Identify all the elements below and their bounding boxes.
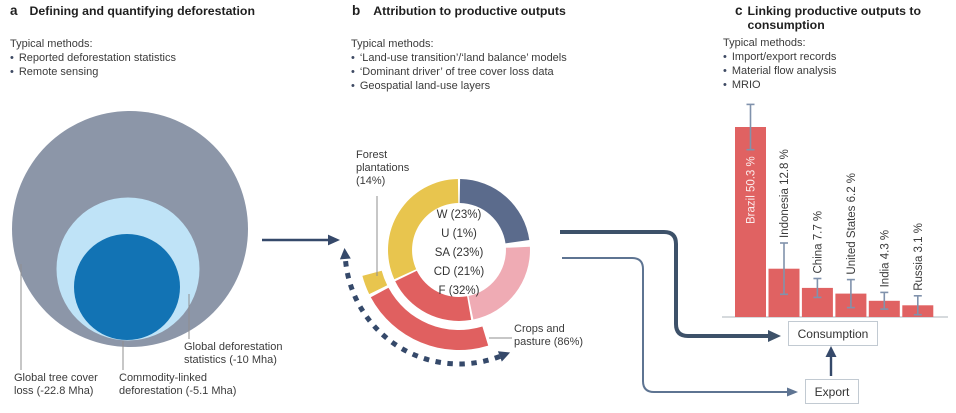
methods-heading: Typical methods: (10, 38, 93, 50)
methods-list: ‘Land-use transition’/‘land balance’ mod… (351, 51, 656, 93)
panel-a-letter: a (10, 3, 18, 18)
consumption-box-label: Consumption (797, 326, 869, 341)
method-item: Geospatial land-use layers (351, 79, 656, 93)
arrow-export-to-consumption (825, 346, 837, 376)
panel-a-methods: Typical methods: Reported deforestation … (10, 37, 310, 79)
bar-label-india: India 4.3 % (879, 230, 891, 288)
bar-chart: Brazil 50.3 % Indonesia 12.8 % China 7.7 %… (735, 103, 934, 317)
outer-arc-crops-and-pasture (370, 287, 489, 350)
panel-b-letter: b (352, 3, 361, 18)
dashed-flow-arc (342, 258, 501, 367)
label-global-deforestation-statistics: Global deforestation statistics (-10 Mha… (184, 341, 283, 366)
circle-commodity-linked-deforestation (74, 234, 180, 340)
panel-b-header: b Attribution to productive outputs (352, 3, 566, 19)
method-item: Remote sensing (10, 65, 310, 79)
panel-c-methods: Typical methods: Import/export recordsMa… (723, 36, 943, 92)
dashed-arc-arrowhead-up (339, 248, 351, 260)
methods-list: Import/export recordsMaterial flow analy… (723, 50, 943, 92)
donut-center-label: CD (21%) (433, 266, 485, 278)
donut-chart (339, 179, 530, 367)
export-box: Export (805, 379, 859, 404)
methods-heading: Typical methods: (351, 38, 434, 50)
methods-heading: Typical methods: (723, 37, 806, 49)
error-bar-india (880, 291, 889, 310)
panel-b-title: Attribution to productive outputs (373, 4, 566, 18)
method-item: ‘Dominant driver’ of tree cover loss dat… (351, 65, 656, 79)
panel-c-letter: c (735, 3, 743, 18)
outer-arc-forest-plantations (362, 270, 388, 295)
connector-to-consumption (560, 230, 781, 342)
label-commodity-linked-deforestation: Commodity-linked deforestation (-5.1 Mha… (119, 372, 237, 397)
panel-c-title: Linking productive outputs to consumptio… (747, 4, 922, 32)
method-item: Import/export records (723, 50, 943, 64)
bar-label-russia: Russia 3.1 % (913, 223, 925, 291)
donut-segment-w (459, 179, 530, 244)
label-crops-and-pasture: Crops and pasture (86%) (514, 323, 584, 348)
error-bar-brazil (746, 103, 755, 151)
donut-center-label: SA (23%) (434, 247, 484, 259)
donut-center-label: W (23%) (436, 209, 482, 221)
bar-label-china: China 7.7 % (812, 211, 824, 274)
panel-a-title: Defining and quantifying deforestation (29, 4, 255, 18)
export-box-label: Export (814, 384, 850, 399)
donut-segment-f (388, 179, 459, 280)
error-bar-indonesia (780, 242, 788, 296)
donut-center-label: F (32%) (438, 285, 480, 297)
panel-b-methods: Typical methods: ‘Land-use transition’/‘… (351, 37, 656, 93)
methods-list: Reported deforestation statisticsRemote … (10, 51, 310, 79)
donut-segment-cd (395, 270, 472, 321)
panel-c-header: c Linking productive outputs to consumpt… (735, 3, 934, 33)
nested-circles (12, 111, 248, 347)
error-bar-united-states (846, 278, 855, 309)
donut-segment-sa (468, 246, 530, 320)
connector-to-export (562, 257, 798, 397)
donut-center-labels: W (23%) U (1%) SA (23%) CD (21%) F (32%) (404, 206, 514, 301)
bar-label-united-states: United States 6.2 % (846, 173, 858, 275)
donut-center-label: U (1%) (441, 228, 477, 240)
method-item: Reported deforestation statistics (10, 51, 310, 65)
dashed-arc-arrowhead-right (497, 351, 511, 362)
method-item: Material flow analysis (723, 64, 943, 78)
error-bar-russia (913, 294, 922, 316)
label-global-tree-cover-loss: Global tree cover loss (-22.8 Mha) (14, 372, 98, 397)
label-forest-plantations: Forest plantations (14%) (356, 149, 410, 187)
bar-label-indonesia: Indonesia 12.8 % (779, 149, 791, 238)
bar-label-brazil: Brazil 50.3 % (746, 156, 758, 224)
arrow-a-to-b (262, 234, 340, 246)
bar-brazil (735, 127, 766, 317)
panel-a-header: a Defining and quantifying deforestation (10, 3, 255, 19)
method-item: ‘Land-use transition’/‘land balance’ mod… (351, 51, 656, 65)
error-bar-china (813, 277, 822, 299)
donut-segment-u (505, 242, 530, 247)
method-item: MRIO (723, 78, 943, 92)
consumption-box: Consumption (788, 321, 878, 346)
